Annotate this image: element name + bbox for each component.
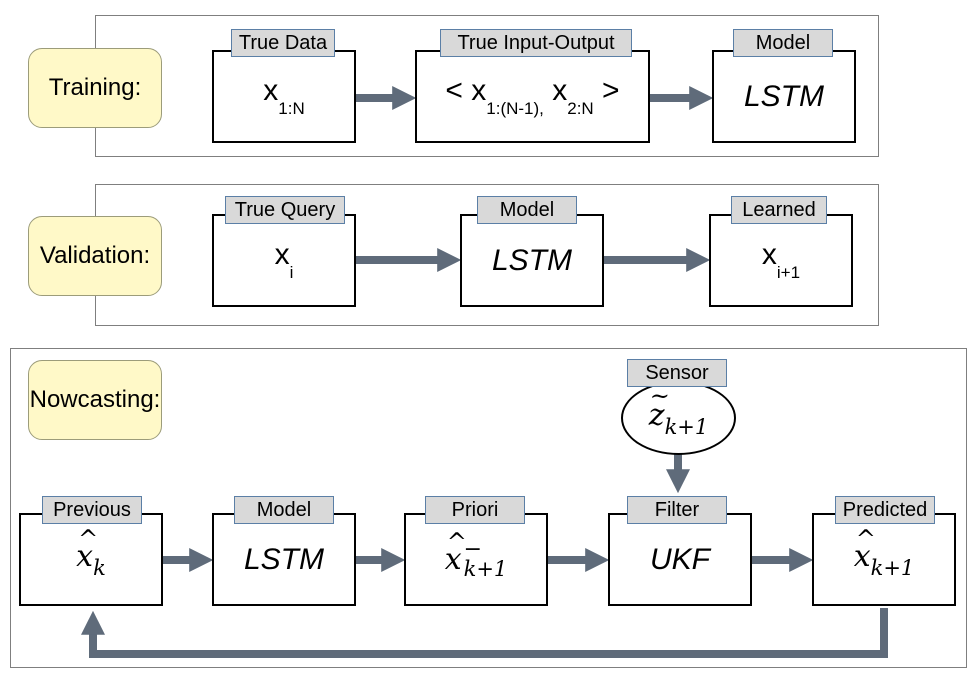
true-data-var: x1:N	[263, 74, 305, 118]
training-model-text: LSTM	[743, 79, 824, 113]
predicted-var: xk+1	[854, 525, 915, 580]
nowcast-model-tag: Model	[234, 496, 334, 524]
validation-model-box: LSTM	[460, 214, 604, 307]
training-model-tag: Model	[733, 29, 833, 57]
true-io-box: < x1:(N-1), x2:N >	[415, 50, 650, 143]
validation-label: Validation:	[28, 216, 162, 296]
learned-var: xi+1	[761, 238, 801, 282]
predicted-tag: Predicted	[835, 496, 935, 524]
true-query-tag: True Query	[225, 196, 345, 224]
previous-tag: Previous	[42, 496, 142, 524]
training-label: Training:	[28, 48, 162, 128]
nowcasting-label: Nowcasting:	[28, 360, 162, 440]
true-io-tag: True Input-Output	[440, 29, 632, 57]
nowcast-model-box: LSTM	[212, 513, 356, 606]
nowcast-model-text: LSTM	[243, 542, 324, 576]
arrow-feedback-loop	[81, 608, 888, 658]
filter-box: UKF	[608, 513, 752, 606]
filter-text: UKF	[650, 542, 710, 576]
learned-tag: Learned	[731, 196, 827, 224]
true-query-var: xi	[274, 238, 294, 282]
sensor-ellipse: zk+1	[621, 381, 736, 455]
priori-tag: Priori	[425, 496, 525, 524]
sensor-var: zk+1	[649, 382, 709, 439]
predicted-box: xk+1	[812, 513, 956, 606]
filter-tag: Filter	[627, 496, 727, 524]
learned-box: xi+1	[709, 214, 853, 307]
sensor-tag: Sensor	[627, 359, 727, 387]
priori-box: x−k+1	[404, 513, 548, 606]
training-model-box: LSTM	[712, 50, 856, 143]
true-data-box: x1:N	[212, 50, 356, 143]
true-query-box: xi	[212, 214, 356, 307]
previous-var: xk	[76, 525, 106, 580]
true-data-tag: True Data	[231, 29, 335, 57]
validation-model-text: LSTM	[491, 243, 572, 277]
previous-box: xk	[19, 513, 163, 606]
validation-model-tag: Model	[477, 196, 577, 224]
true-io-expression: < x1:(N-1), x2:N >	[445, 74, 620, 118]
priori-var: x−k+1	[445, 528, 508, 580]
